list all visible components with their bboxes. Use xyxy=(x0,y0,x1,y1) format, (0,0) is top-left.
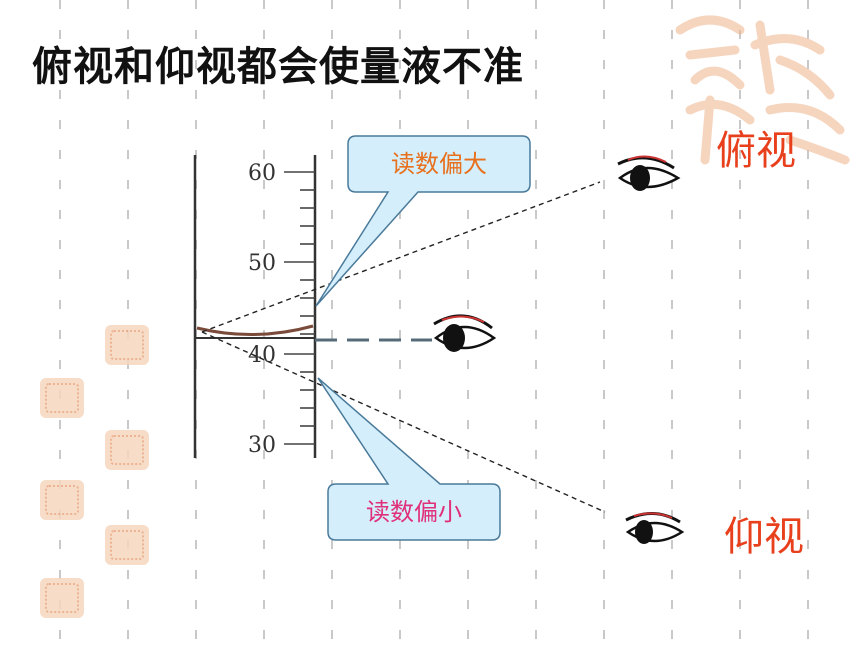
callout-bottom-text: 读数偏小 xyxy=(366,498,462,526)
decorative-seal xyxy=(40,480,84,520)
scale-label-30: 30 xyxy=(248,433,276,458)
decorative-seal xyxy=(40,378,84,418)
scale-ticks xyxy=(284,171,315,445)
callout-top-text: 读数偏大 xyxy=(391,150,487,178)
scale-label-60: 60 xyxy=(248,161,276,186)
decorative-seal xyxy=(40,578,84,618)
scale-label-40: 40 xyxy=(248,343,276,368)
decorative-seal-large xyxy=(675,15,850,165)
label-bottom-view: 仰视 xyxy=(724,514,804,560)
callout-top-bubble xyxy=(315,135,531,307)
eye-icon xyxy=(617,155,681,191)
label-top-view: 俯视 xyxy=(716,128,796,174)
callout-bottom-bubble xyxy=(317,377,501,541)
sight-line-bottom xyxy=(201,331,606,513)
sight-line-top xyxy=(201,181,601,333)
meniscus xyxy=(196,324,314,337)
page-title: 俯视和仰视都会使量液不准 xyxy=(32,44,524,90)
scale-label-50: 50 xyxy=(248,251,276,276)
decorative-seal xyxy=(105,525,149,565)
eye-icon xyxy=(433,314,497,352)
decorative-seal xyxy=(105,430,149,470)
eye-icon xyxy=(625,512,685,544)
decorative-seal xyxy=(105,325,149,365)
